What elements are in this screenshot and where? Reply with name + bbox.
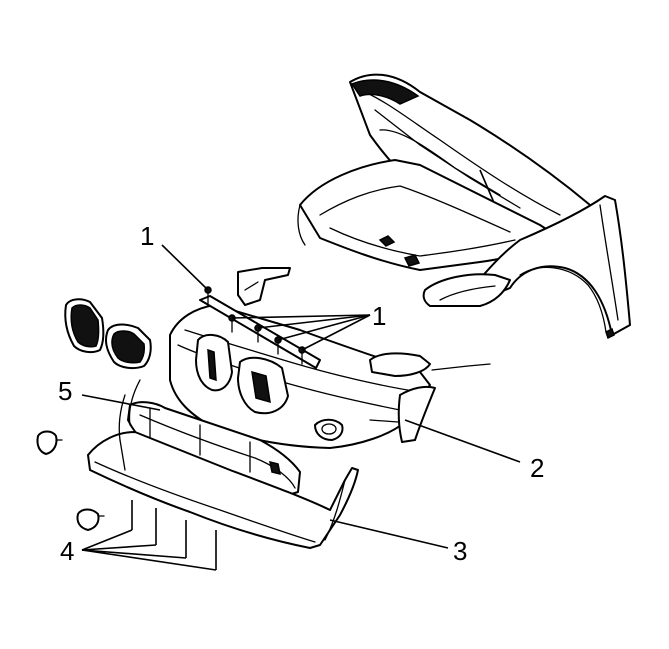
fog-lamp-bezels (36, 430, 105, 531)
leader-lines (81, 244, 521, 571)
grille-emblems (64, 267, 291, 370)
lower-air-deflector (87, 379, 359, 549)
callout-4: 4 (60, 536, 74, 566)
callout-2: 2 (530, 453, 544, 483)
front-fascia (169, 304, 491, 449)
callout-3: 3 (453, 536, 467, 566)
callouts: 1 1 2 3 4 5 (58, 221, 544, 566)
push-in-fasteners (131, 500, 217, 570)
callout-1-right: 1 (372, 301, 386, 331)
callout-5: 5 (58, 376, 72, 406)
callout-1-top: 1 (140, 221, 154, 251)
vehicle-body-open-hood (297, 73, 631, 340)
